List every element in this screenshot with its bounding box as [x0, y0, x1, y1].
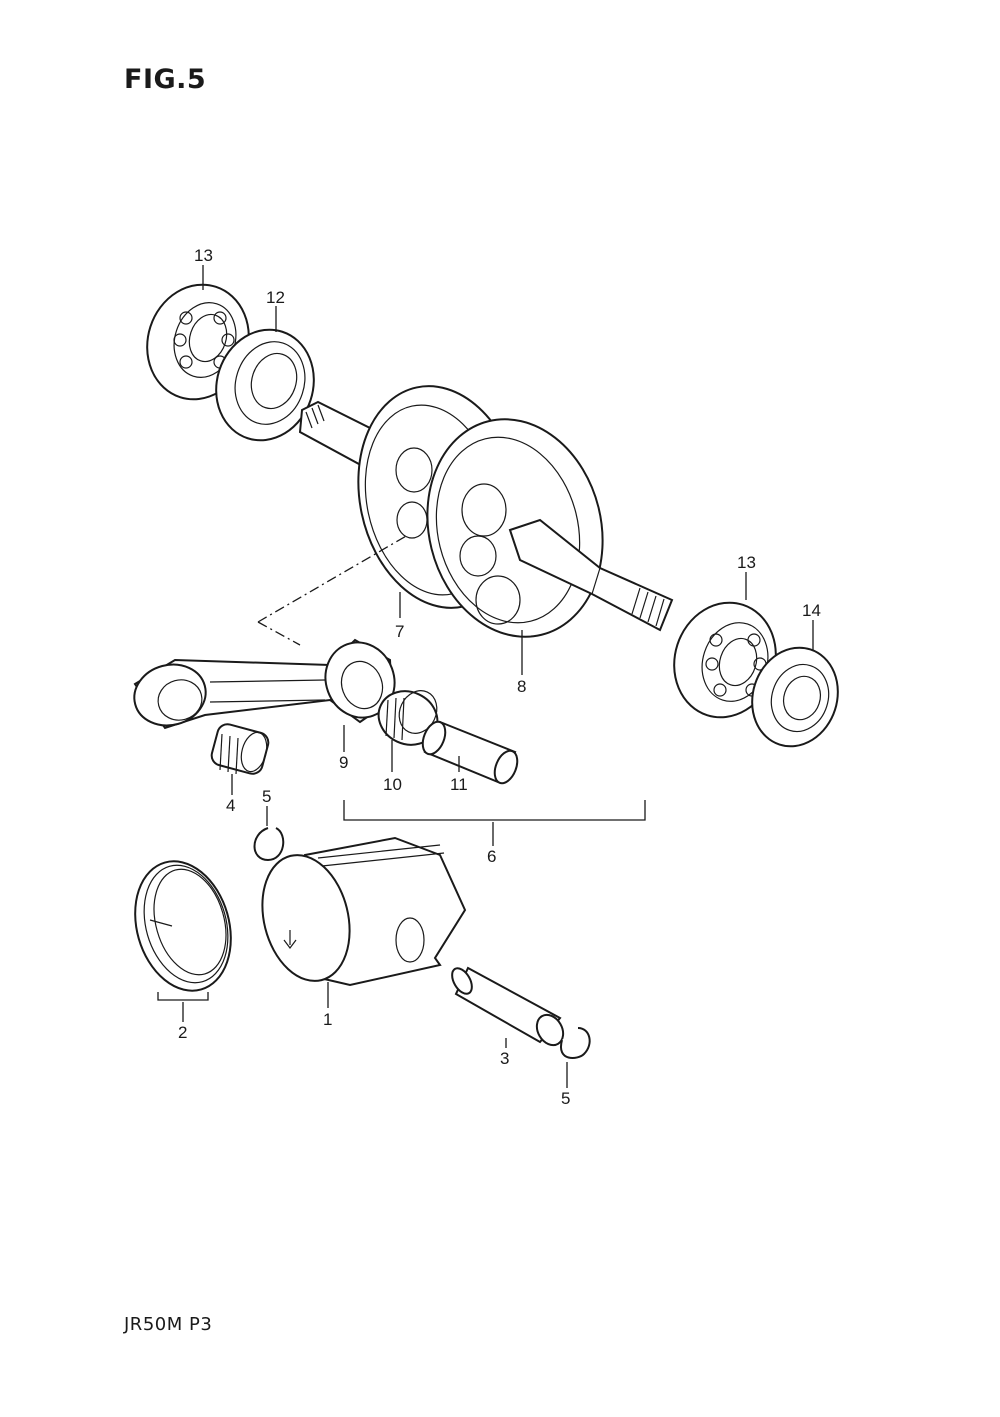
connecting-rod-9: [133, 638, 396, 730]
callout-7: 7: [395, 622, 404, 641]
callout-2: 2: [178, 1023, 187, 1042]
oil-seal-14: [751, 646, 839, 748]
oil-seal-12: [215, 328, 315, 442]
callout-8: 8: [517, 677, 526, 696]
crankshaft-7-8: [298, 385, 674, 638]
callout-12: 12: [266, 288, 285, 307]
crank-pin-11: [421, 720, 519, 785]
callout-6: 6: [487, 847, 496, 866]
callout-13-lower: 13: [737, 553, 756, 572]
needle-bearing-4: [210, 723, 270, 775]
callout-10: 10: [383, 775, 402, 794]
callout-labels: 13 12 7 8 13 14 9 10 11 4 5 6 2 1 3 5: [178, 246, 821, 1108]
circlip-5-lower: [559, 1027, 591, 1060]
callout-9: 9: [339, 753, 348, 772]
figure-title: FIG.5: [124, 64, 207, 95]
diagram-code: JR50M P3: [124, 1314, 213, 1335]
callout-4: 4: [226, 796, 235, 815]
callout-5-lower: 5: [561, 1089, 570, 1108]
piston-pin-3: [451, 966, 565, 1047]
callout-1: 1: [323, 1010, 332, 1029]
circlip-5-upper: [253, 827, 285, 862]
callout-13-upper: 13: [194, 246, 213, 265]
needle-bearing-10: [377, 690, 439, 746]
callout-14: 14: [802, 601, 821, 620]
piston-rings-2: [134, 860, 232, 1001]
piston-1: [261, 836, 467, 987]
leader-lines: [182, 265, 814, 1088]
callout-5-upper: 5: [262, 787, 271, 806]
callout-3: 3: [500, 1049, 509, 1068]
callout-11: 11: [450, 775, 468, 794]
